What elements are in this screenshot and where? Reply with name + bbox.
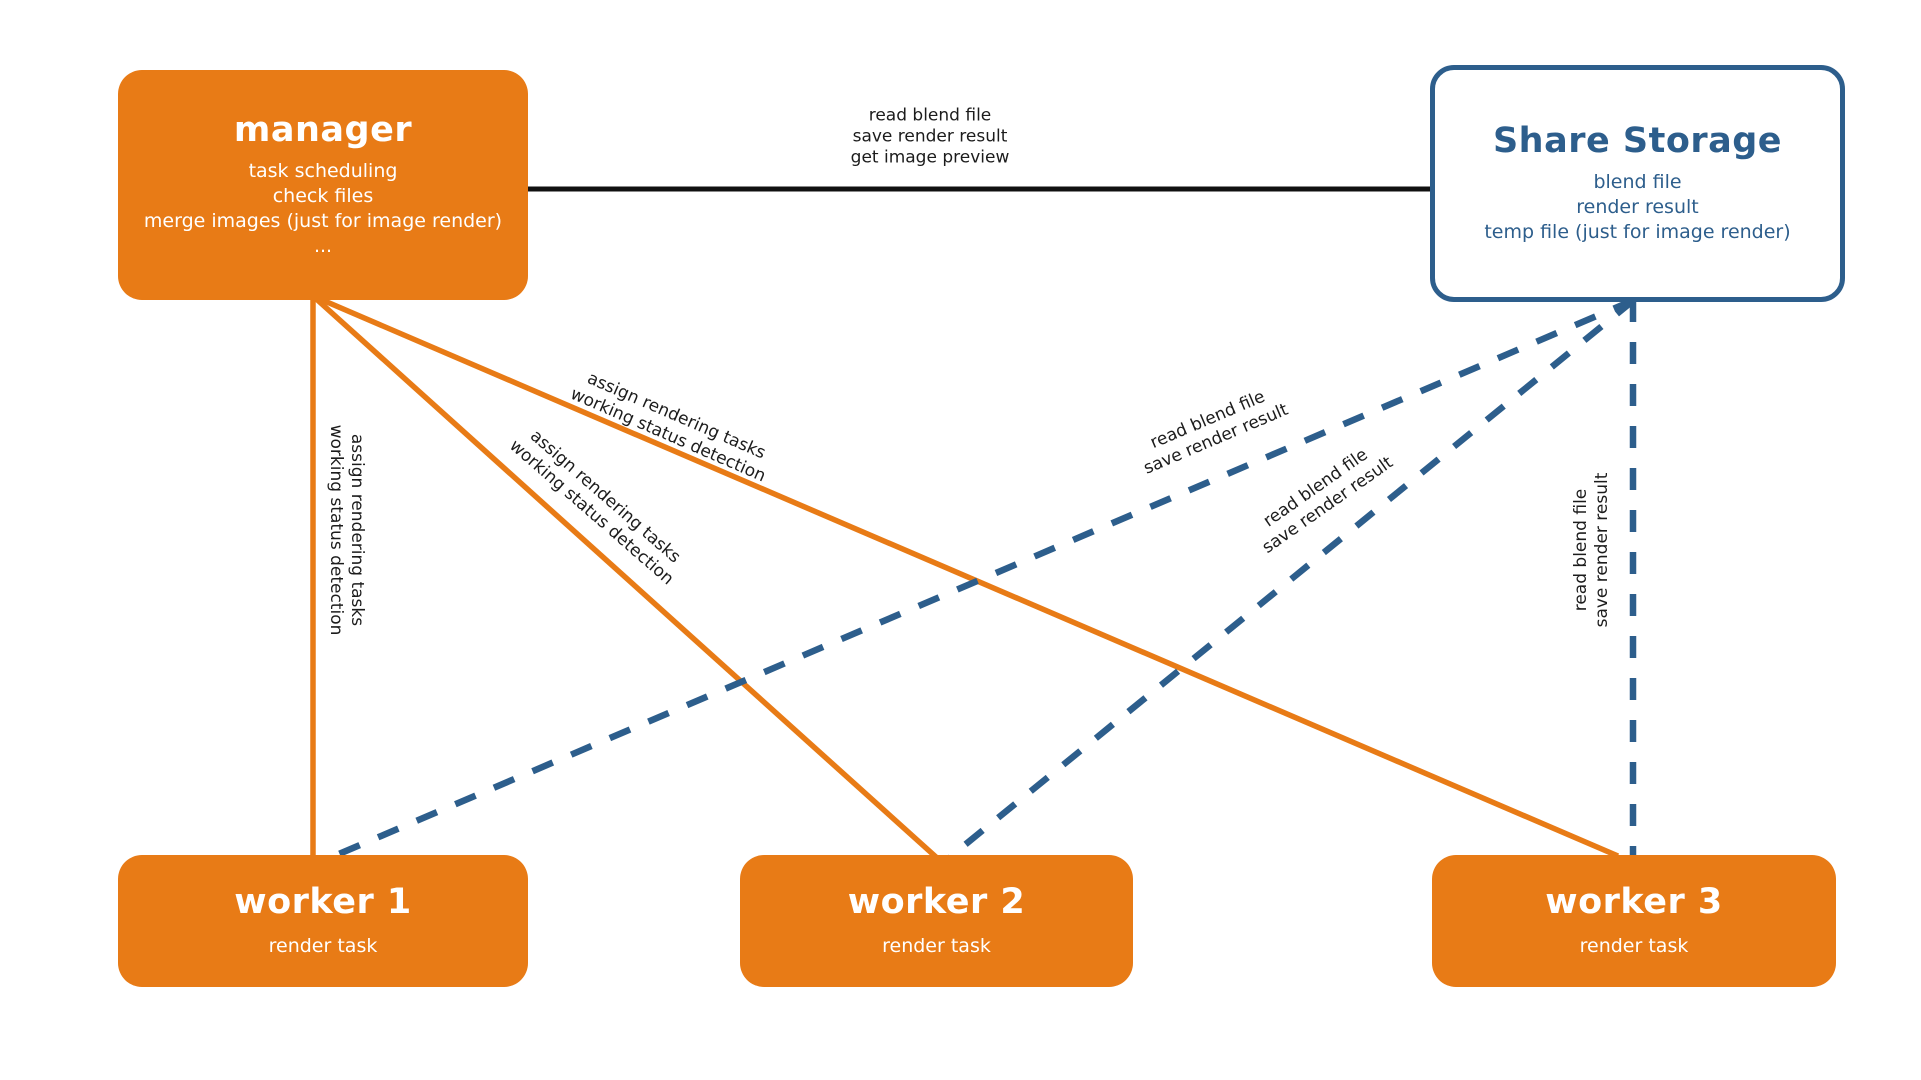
node-share-storage-line: temp file (just for image render) <box>1484 221 1791 244</box>
node-worker3-subtitle: render task <box>1579 934 1689 957</box>
node-share-storage: Share Storage blend file render result t… <box>1430 65 1845 302</box>
edge-label-line: assign rendering tasks <box>347 433 367 627</box>
node-worker3: worker 3 render task <box>1432 855 1836 987</box>
edge-manager-worker2-line <box>311 293 938 860</box>
edge-label-line: read blend file <box>1571 488 1591 612</box>
edge-storage-worker1-line <box>330 297 1636 860</box>
node-manager-line: ... <box>313 235 333 258</box>
node-worker1-title: worker 1 <box>234 882 412 923</box>
edge-label-line: read blend file <box>868 105 992 126</box>
node-manager-title: manager <box>233 109 413 150</box>
edge-label-manager-worker1: assign rendering tasks working status de… <box>325 425 367 636</box>
node-worker2-subtitle: render task <box>882 934 991 957</box>
node-manager-line: task scheduling <box>248 160 398 183</box>
node-share-storage-title: Share Storage <box>1492 120 1783 161</box>
edge-label-line: save render result <box>852 126 1008 147</box>
edge-label-line: get image preview <box>850 147 1010 168</box>
node-share-storage-line: blend file <box>1593 171 1682 194</box>
node-worker3-title: worker 3 <box>1545 882 1723 923</box>
node-worker1-subtitle: render task <box>268 934 378 957</box>
node-share-storage-line: render result <box>1576 196 1699 219</box>
node-manager: manager task scheduling check files merg… <box>118 70 528 300</box>
edge-label-line: save render result <box>1592 472 1612 628</box>
node-manager-line: check files <box>272 185 374 208</box>
edge-manager-worker3-line <box>311 293 1620 859</box>
edge-label-manager-storage: read blend file save render result get i… <box>851 106 1010 169</box>
node-worker2: worker 2 render task <box>740 855 1133 987</box>
node-worker2-title: worker 2 <box>847 882 1026 923</box>
node-manager-line: merge images (just for image render) <box>143 210 503 233</box>
edge-storage-worker2-line <box>947 297 1637 860</box>
edge-label-storage-worker3: read blend file save render result <box>1571 473 1613 628</box>
edge-label-line: working status detection <box>326 424 346 636</box>
node-worker1: worker 1 render task <box>118 855 528 987</box>
